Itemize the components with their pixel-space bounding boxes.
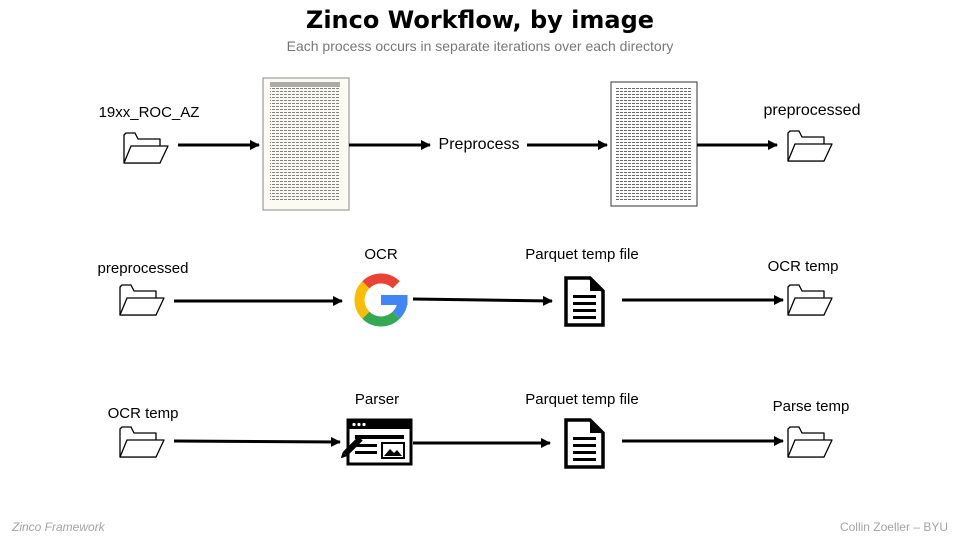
page-subtitle: Each process occurs in separate iteratio… <box>286 38 674 54</box>
row1-source-folder-icon <box>123 132 169 164</box>
row3-source-label: OCR temp <box>107 405 179 422</box>
row2-target-label: OCR temp <box>767 258 839 275</box>
footer-author: Collin Zoeller – BYU <box>839 520 948 534</box>
row3-target-folder-icon <box>787 426 833 458</box>
row3-document-icon <box>564 418 605 469</box>
row1-target-folder-icon <box>787 130 833 162</box>
google-icon <box>354 273 408 327</box>
parser-browser-icon <box>340 418 413 466</box>
row3-target-label: Parse temp <box>772 398 850 415</box>
row2-target-folder-icon <box>787 284 833 316</box>
row1-target-label: preprocessed <box>763 102 861 120</box>
row3-arrow-1 <box>173 436 341 447</box>
row2-intermediate-label: Parquet temp file <box>525 246 639 263</box>
row2-document-icon <box>564 276 605 327</box>
page-title: Zinco Workflow, by image <box>305 6 655 34</box>
row1-step-label: Preprocess <box>438 136 520 154</box>
preprocessed-page-image <box>610 81 698 207</box>
row2-step-label: OCR <box>364 246 398 263</box>
row3-step-label: Parser <box>354 391 400 408</box>
raw-page-scan-image <box>262 77 350 211</box>
footer-framework-name: Zinco Framework <box>12 520 105 534</box>
row2-source-folder-icon <box>119 284 165 316</box>
row3-source-folder-icon <box>119 426 165 458</box>
row1-source-label: 19xx_ROC_AZ <box>98 104 200 121</box>
row2-arrow-2 <box>412 295 553 306</box>
row3-intermediate-label: Parquet temp file <box>525 391 639 408</box>
row2-source-label: preprocessed <box>97 260 189 277</box>
